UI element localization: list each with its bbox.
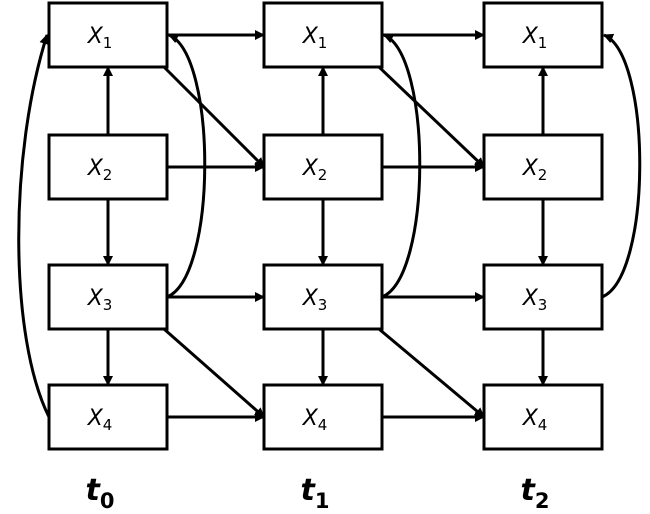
node-box bbox=[482, 263, 604, 331]
edge-t0x1-to-t1x2 bbox=[162, 65, 266, 169]
node-label: X4 bbox=[522, 406, 548, 434]
node-label: X1 bbox=[87, 24, 113, 52]
node-label: X3 bbox=[522, 286, 548, 314]
node-box bbox=[47, 383, 169, 451]
edge-t1x3-to-t2x4 bbox=[378, 327, 485, 419]
node-t2x1: X1 bbox=[482, 1, 604, 69]
time-label-t2: t2 bbox=[521, 473, 550, 513]
node-t2x2: X2 bbox=[482, 133, 604, 201]
node-t2x3: X3 bbox=[482, 263, 604, 331]
node-box bbox=[47, 263, 169, 331]
node-t0x4: X4 bbox=[47, 383, 169, 451]
edge-t0x4-to-t0x1 bbox=[17, 34, 51, 418]
node-box bbox=[262, 383, 384, 451]
node-t2x4: X4 bbox=[482, 383, 604, 451]
edge-t0x3-to-t1x4 bbox=[163, 327, 265, 419]
node-label: X1 bbox=[302, 24, 328, 52]
node-box bbox=[262, 1, 384, 69]
node-label: X2 bbox=[522, 156, 548, 184]
time-axis-labels: t0 t1 t2 bbox=[86, 473, 550, 513]
edge-t1x1-to-t2x2 bbox=[377, 65, 486, 169]
node-t1x3: X3 bbox=[262, 263, 384, 331]
node-t0x2: X2 bbox=[47, 133, 169, 201]
node-t1x4: X4 bbox=[262, 383, 384, 451]
node-t1x2: X2 bbox=[262, 133, 384, 201]
node-label: X4 bbox=[302, 406, 328, 434]
node-box bbox=[47, 133, 169, 201]
node-label: X2 bbox=[87, 156, 113, 184]
node-label: X3 bbox=[302, 286, 328, 314]
edges-layer bbox=[17, 30, 642, 422]
node-box bbox=[482, 133, 604, 201]
edge-t2x3-to-t2x1 bbox=[601, 33, 642, 299]
node-t0x3: X3 bbox=[47, 263, 169, 331]
node-box bbox=[262, 133, 384, 201]
node-t0x1: X1 bbox=[47, 1, 169, 69]
node-label: X4 bbox=[87, 406, 113, 434]
time-label-t1: t1 bbox=[301, 473, 330, 513]
node-label: X1 bbox=[522, 24, 548, 52]
node-box bbox=[47, 1, 169, 69]
node-label: X3 bbox=[87, 286, 113, 314]
node-box bbox=[262, 263, 384, 331]
node-label: X2 bbox=[302, 156, 328, 184]
time-label-t0: t0 bbox=[86, 473, 115, 513]
node-t1x1: X1 bbox=[262, 1, 384, 69]
node-box bbox=[482, 383, 604, 451]
node-box bbox=[482, 1, 604, 69]
